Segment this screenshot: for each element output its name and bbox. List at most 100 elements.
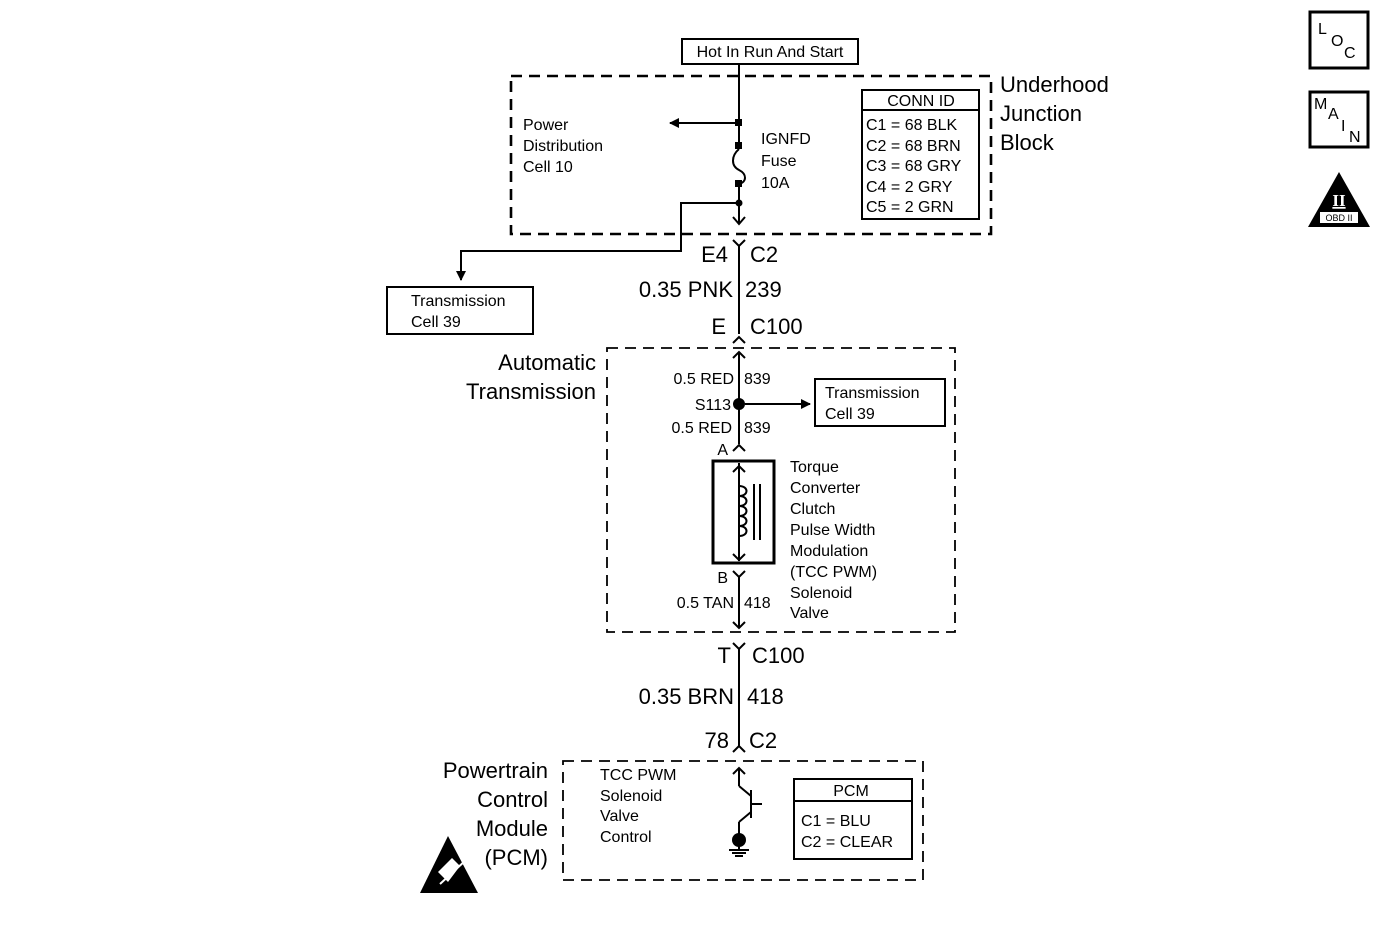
svg-text:Transmission: Transmission xyxy=(825,385,920,402)
wire-to-transmission-cell-left xyxy=(456,202,739,281)
svg-text:Solenoid: Solenoid xyxy=(790,585,852,602)
svg-text:PCM: PCM xyxy=(833,783,869,800)
svg-text:II: II xyxy=(1332,191,1346,210)
svg-text:C4 = 2 GRY: C4 = 2 GRY xyxy=(866,179,953,196)
wire-418-tan-circuit: 418 xyxy=(744,595,771,612)
ujb-conn-id-table: CONN ID C1 = 68 BLK C2 = 68 BRN C3 = 68 … xyxy=(861,89,980,220)
svg-text:Valve: Valve xyxy=(790,605,829,622)
connector-78-conn: C2 xyxy=(749,728,777,753)
svg-text:C1 = BLU: C1 = BLU xyxy=(801,813,871,830)
pcm-control-label: TCC PWM Solenoid Valve Control xyxy=(600,767,676,846)
svg-text:L: L xyxy=(1318,21,1327,38)
loc-icon[interactable]: L O C xyxy=(1308,10,1370,70)
solenoid-coil-icon xyxy=(711,459,776,565)
svg-text:Cell 10: Cell 10 xyxy=(523,159,573,176)
ujb-border xyxy=(509,74,993,236)
svg-text:IGNFD: IGNFD xyxy=(761,131,811,148)
connector-e-c100-symbol xyxy=(732,335,746,344)
svg-text:Pulse Width: Pulse Width xyxy=(790,522,875,539)
wire-239-circuit: 239 xyxy=(745,277,782,302)
wire-239-gauge-color: 0.35 PNK xyxy=(639,277,733,302)
pcm-border xyxy=(562,760,924,881)
svg-text:Underhood: Underhood xyxy=(1000,72,1109,97)
svg-text:CONN ID: CONN ID xyxy=(887,93,955,110)
svg-text:Control: Control xyxy=(600,829,652,846)
transistor-icon xyxy=(732,766,762,847)
svg-text:(TCC PWM): (TCC PWM) xyxy=(790,564,877,581)
svg-text:Clutch: Clutch xyxy=(790,501,835,518)
wire-839-bottom-circuit: 839 xyxy=(744,420,771,437)
esd-warning-icon xyxy=(420,836,478,893)
wire-839-bottom-gauge-color: 0.5 RED xyxy=(672,420,732,437)
svg-text:Valve: Valve xyxy=(600,808,639,825)
svg-text:A: A xyxy=(1328,106,1339,123)
svg-text:Torque: Torque xyxy=(790,459,839,476)
svg-text:Module: Module xyxy=(476,816,548,841)
connector-t-conn: C100 xyxy=(752,643,805,668)
svg-text:C2 = 68 BRN: C2 = 68 BRN xyxy=(866,138,961,155)
wire-839-top-circuit: 839 xyxy=(744,371,771,388)
fuse-terminal-top xyxy=(735,142,742,149)
svg-text:C5 = 2 GRN: C5 = 2 GRN xyxy=(866,199,954,216)
svg-text:C3 = 68 GRY: C3 = 68 GRY xyxy=(866,158,962,175)
svg-text:(PCM): (PCM) xyxy=(484,845,548,870)
svg-text:Power: Power xyxy=(523,117,569,134)
pin-a-label: A xyxy=(717,442,728,459)
svg-text:Fuse: Fuse xyxy=(761,153,797,170)
ujb-label: Underhood Junction Block xyxy=(1000,72,1109,155)
splice-s113-label: S113 xyxy=(695,397,731,414)
pin-a-connector-symbol xyxy=(732,443,746,452)
svg-text:OBD II: OBD II xyxy=(1325,213,1352,223)
wire-418-tan-gauge-color: 0.5 TAN xyxy=(677,595,734,612)
wire-418-brn-circuit: 418 xyxy=(747,684,784,709)
connector-e-conn: C100 xyxy=(750,314,803,339)
svg-text:Control: Control xyxy=(477,787,548,812)
connector-e4-conn: C2 xyxy=(750,242,778,267)
svg-text:N: N xyxy=(1349,129,1361,146)
svg-text:M: M xyxy=(1314,96,1327,113)
power-source-label: Hot In Run And Start xyxy=(681,38,859,65)
fuse-label: IGNFD Fuse 10A xyxy=(761,131,811,192)
svg-text:C2 = CLEAR: C2 = CLEAR xyxy=(801,834,893,851)
main-icon[interactable]: M A I N xyxy=(1308,90,1370,149)
svg-text:O: O xyxy=(1331,33,1343,50)
connector-e4-pin: E4 xyxy=(701,242,728,267)
auto-trans-border xyxy=(606,347,956,633)
pin-b-label: B xyxy=(717,570,728,587)
ground-icon xyxy=(729,845,749,857)
power-distribution-label: Power Distribution Cell 10 xyxy=(523,117,603,176)
svg-text:Solenoid: Solenoid xyxy=(600,788,662,805)
svg-text:C: C xyxy=(1344,45,1356,62)
auto-trans-label: Automatic Transmission xyxy=(466,350,596,404)
obd-ii-icon[interactable]: II OBD II xyxy=(1308,172,1370,227)
svg-text:TCC PWM: TCC PWM xyxy=(600,767,676,784)
pin-b-connector-symbol xyxy=(732,570,746,579)
svg-text:10A: 10A xyxy=(761,175,790,192)
svg-text:Automatic: Automatic xyxy=(498,350,596,375)
pcm-conn-box: PCM C1 = BLU C2 = CLEAR xyxy=(793,778,913,860)
svg-text:Powertrain: Powertrain xyxy=(443,758,548,783)
svg-text:Cell 39: Cell 39 xyxy=(411,314,461,331)
connector-t-pin: T xyxy=(718,643,731,668)
connector-e-pin: E xyxy=(711,314,726,339)
transmission-cell-left: Transmission Cell 39 xyxy=(386,286,534,335)
svg-text:Transmission: Transmission xyxy=(466,379,596,404)
connector-78-c2-symbol xyxy=(732,744,746,753)
svg-text:Distribution: Distribution xyxy=(523,138,603,155)
wire-839-top-gauge-color: 0.5 RED xyxy=(674,371,734,388)
splice-s113-dot-icon xyxy=(733,398,745,410)
fuse-icon xyxy=(732,148,746,185)
transmission-cell-right: Transmission Cell 39 xyxy=(814,378,946,427)
junction-point xyxy=(735,119,742,126)
pcm-label: Powertrain Control Module (PCM) xyxy=(443,758,548,870)
fuse-terminal-bottom xyxy=(735,180,742,187)
svg-text:Block: Block xyxy=(1000,130,1055,155)
svg-text:Modulation: Modulation xyxy=(790,543,868,560)
solenoid-label: Torque Converter Clutch Pulse Width Modu… xyxy=(790,459,877,622)
svg-text:Cell 39: Cell 39 xyxy=(825,406,875,423)
arrow-down-icon xyxy=(732,621,746,630)
connector-t-c100-symbol xyxy=(732,642,746,651)
svg-text:Hot In Run And Start: Hot In Run And Start xyxy=(697,44,844,61)
connector-e4-c2-symbol xyxy=(732,239,746,248)
